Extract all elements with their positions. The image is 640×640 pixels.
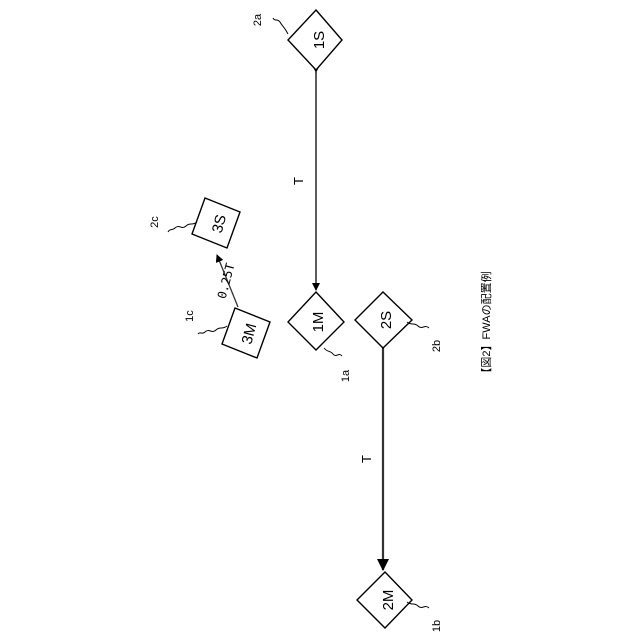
node-3s: 3S	[192, 198, 240, 248]
link-2s-2m-label: T	[359, 455, 374, 463]
node-1s: 1S	[288, 10, 342, 70]
node-1s-label: 1S	[311, 31, 328, 49]
leader-1b	[407, 602, 429, 608]
ref-1c: 1c	[184, 310, 196, 322]
leader-1c	[198, 326, 227, 334]
link-3m-3s-label: 0.25T	[215, 262, 238, 301]
ref-2a: 2a	[252, 13, 264, 26]
node-2s: 2S	[355, 292, 412, 348]
ref-1b: 1b	[431, 620, 443, 632]
leader-1a	[324, 348, 342, 356]
node-2m-label: 2M	[380, 590, 397, 611]
ref-1a: 1a	[340, 369, 352, 382]
node-1m: 1M	[288, 292, 344, 350]
node-3m: 3M	[222, 308, 270, 358]
link-1m-1s: T	[291, 72, 316, 290]
link-3m-3s: 0.25T	[215, 255, 238, 307]
node-1m-label: 1M	[310, 312, 327, 333]
leader-2b	[407, 322, 429, 328]
figure-caption: 【図2】FWAの配置例	[479, 271, 493, 378]
ref-2b: 2b	[431, 340, 443, 352]
link-2s-2m: T	[359, 345, 383, 570]
link-1m-1s-label: T	[291, 177, 306, 185]
node-2m: 2M	[357, 572, 412, 628]
leader-2a	[273, 18, 288, 34]
ref-2c: 2c	[149, 216, 161, 228]
node-2s-label: 2S	[378, 311, 395, 329]
